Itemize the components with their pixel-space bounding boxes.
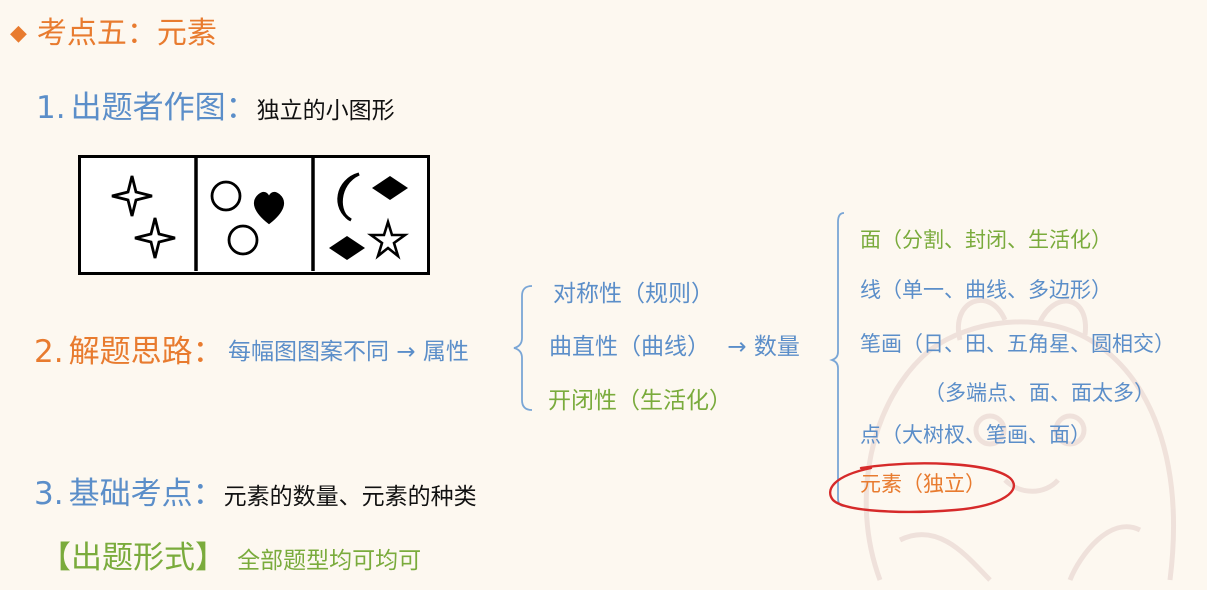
quantity-item-stroke: 笔画（日、田、五角星、圆相交） [860,332,1175,356]
mascot-watermark [863,297,1176,582]
quantity-item-element: 元素（独立） [860,472,986,496]
question-form-label: 【出题形式】 [40,540,226,576]
section-1-label: 出题者作图： [70,90,257,126]
attribute-label: 属性 [422,339,469,365]
question-form-text: 全部题型均可均可 [237,548,422,574]
page-title-text: 考点五：元素 [36,16,217,51]
question-form: 【出题形式】 全部题型均可均可 [40,538,421,578]
quantity-item-point: 点（大树杈、笔画、面） [860,423,1091,447]
quantity-item-face: 面（分割、封闭、生活化） [860,228,1112,252]
attribute-bracket [513,285,533,411]
four-point-star-icon [134,217,176,259]
flow-text: 每幅图图案不同 [228,339,389,365]
four-point-star-icon [111,175,153,217]
section-2-heading: 2. 解题思路： [34,332,224,372]
heart-icon [253,191,285,225]
quantity-bracket [829,212,845,507]
circle-icon [210,180,242,212]
highlight-circle [829,462,1016,514]
attribute-curvature-label: 曲直性（曲线） [549,334,710,360]
quantity-arrow: → [727,334,747,360]
section-3-number: 3. [34,476,64,512]
figure-strip [78,155,430,275]
section-2-flow: 每幅图图案不同 → 属性 [228,337,469,367]
attribute-symmetry: 对称性（规则） [553,281,714,307]
section-2-number: 2. [34,334,64,370]
attribute-curvature: 曲直性（曲线） → 数量 [549,332,800,362]
quantity-item-stroke-continuation: （多端点、面、面太多） [924,381,1155,405]
quantity-item-line: 线（单一、曲线、多边形） [860,278,1112,302]
page-title: ◆ 考点五：元素 [10,14,217,54]
figure-panel-3 [329,172,409,260]
figure-panel-2 [210,180,285,256]
section-3-text: 元素的数量、元素的种类 [223,484,477,510]
figure-panel-1 [111,175,176,259]
section-3-label: 基础考点： [68,476,224,512]
section-3: 3. 基础考点：元素的数量、元素的种类 [34,474,477,514]
filled-diamond-icon [372,176,408,200]
attribute-openness: 开闭性（生活化） [548,388,732,414]
section-1: 1. 出题者作图：独立的小图形 [36,88,395,128]
quantity-label: 数量 [753,334,800,360]
section-1-text: 独立的小图形 [256,98,395,124]
diamond-marker-icon: ◆ [10,21,27,46]
circle-icon [227,224,259,256]
flow-arrow: → [396,339,416,365]
outline-star-icon [367,217,409,260]
crescent-moon-icon [337,172,360,222]
filled-diamond-icon [329,236,365,260]
section-2-label: 解题思路： [68,334,224,370]
section-1-number: 1. [36,90,66,126]
